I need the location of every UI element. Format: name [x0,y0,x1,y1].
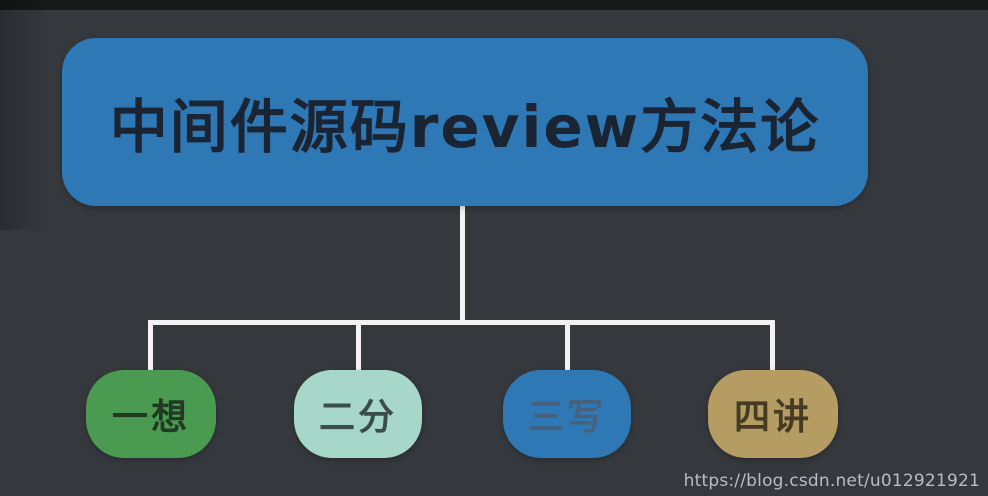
child-node-3: 三写 [503,370,631,458]
child-node-3-label: 三写 [527,397,606,438]
child-node-2-label: 二分 [318,397,397,438]
connector-drop-child-4 [770,320,775,372]
child-node-1-label: 一想 [111,397,190,438]
connector-root-vertical [460,205,465,325]
connector-drop-child-2 [356,320,361,372]
child-node-4: 四讲 [708,370,838,458]
root-node-label: 中间件源码review方法论 [109,93,821,161]
watermark-url: https://blog.csdn.net/u012921921 [683,471,980,491]
top-border-strip [0,0,988,10]
child-node-4-label: 四讲 [733,397,812,438]
connector-drop-child-1 [148,320,153,372]
left-edge-shade [0,0,46,230]
connector-drop-child-3 [565,320,570,372]
root-node: 中间件源码review方法论 [62,38,868,206]
child-node-2: 二分 [294,370,422,458]
child-node-1: 一想 [86,370,216,458]
connector-horizontal [148,320,775,325]
